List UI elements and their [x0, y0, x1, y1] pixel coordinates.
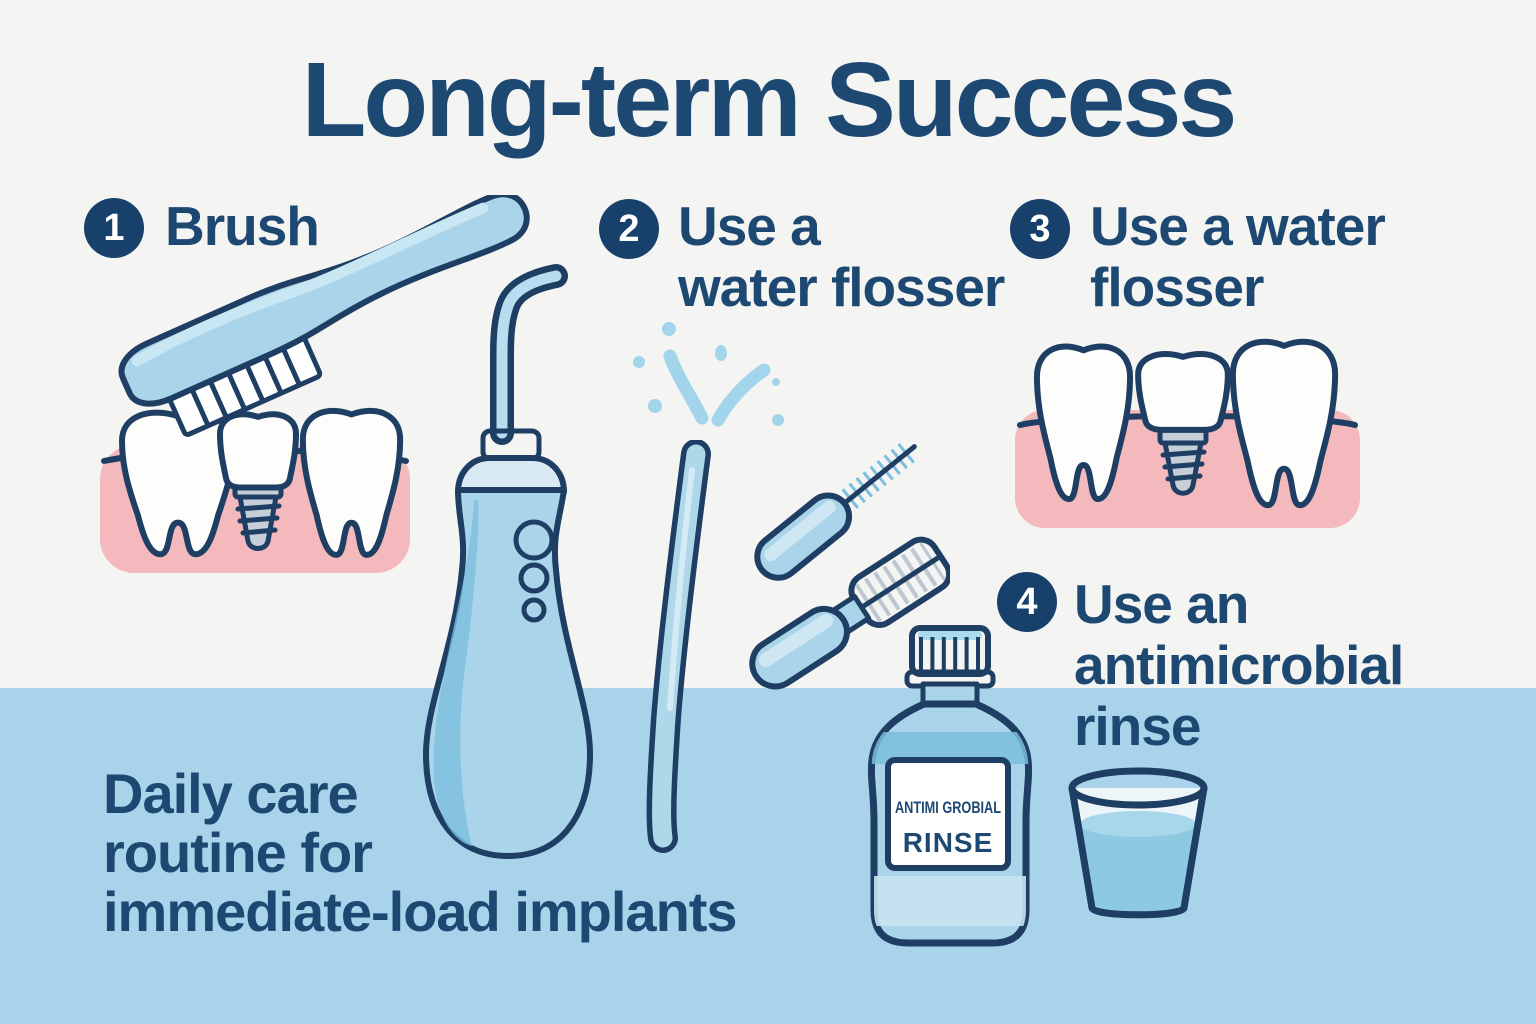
step-3-line: Use a water — [1090, 195, 1386, 257]
step-4-line: Use an — [1074, 573, 1249, 635]
step-4-number: 4 — [1016, 580, 1038, 623]
step-3-line: flosser — [1090, 256, 1264, 318]
step-2-line: water flosser — [678, 256, 1005, 318]
step-4-line: antimicrobial — [1074, 634, 1404, 696]
bottom-band — [0, 688, 1536, 1024]
step-2-line: Use a — [678, 195, 821, 257]
footer-line: Daily care — [103, 762, 359, 825]
footer-caption: Daily care routine for immediate-load im… — [103, 762, 738, 943]
step-3-number: 3 — [1029, 207, 1051, 250]
interdental-brush-icon — [741, 534, 950, 690]
step-2-number: 2 — [618, 207, 640, 250]
flosser-button — [521, 565, 547, 591]
step-4-badge: 4 — [997, 572, 1057, 632]
step-3-badge: 3 — [1010, 199, 1070, 259]
flosser-button — [516, 522, 552, 558]
implant-teeth-illustration — [1015, 325, 1360, 528]
step-1-label: Brush — [165, 195, 320, 257]
step-3-label: Use a water flosser — [1090, 195, 1386, 318]
footer-line: immediate-load implants — [103, 880, 738, 943]
step-4-label: Use an antimicrobial rinse — [1074, 573, 1404, 757]
footer-line: routine for — [103, 821, 373, 884]
brush-step-illustration — [100, 195, 540, 573]
water-flosser-icon — [410, 264, 630, 880]
flosser-top-cap — [458, 458, 564, 492]
flosser-button — [524, 600, 544, 620]
bottle-label-line1: ANTIMI GROBIAL — [895, 798, 1001, 817]
water-spray-icon — [633, 322, 784, 427]
interdental-brushes-icon — [740, 439, 950, 690]
floss-pick-icon — [646, 440, 711, 853]
page-title: Long-term Success — [301, 41, 1238, 159]
interdental-brush-icon — [749, 439, 919, 586]
implant-icon — [220, 414, 296, 548]
tooth-icon — [303, 411, 400, 555]
step-1-badge: 1 — [84, 198, 144, 258]
step-1-line: Brush — [165, 195, 320, 257]
tooth-icon — [1233, 342, 1335, 505]
flosser-nozzle — [490, 264, 568, 445]
flosser-shading — [433, 500, 479, 846]
rinse-cup-icon — [1060, 760, 1220, 930]
step-1-number: 1 — [103, 206, 125, 249]
implant-icon — [1138, 354, 1228, 493]
bottle-band-light — [871, 876, 1029, 926]
step-4-line: rinse — [1074, 695, 1201, 757]
tooth-icon — [1037, 347, 1130, 500]
bottle-label — [888, 760, 1008, 868]
bottle-label-line2: RINSE — [903, 827, 994, 858]
bottle-cap — [907, 628, 993, 686]
toothbrush-icon — [114, 195, 540, 450]
step-2-badge: 2 — [599, 199, 659, 259]
mouthwash-bottle-icon: ANTIMI GROBIAL RINSE — [855, 620, 1045, 950]
step-2-label: Use a water flosser — [678, 195, 1005, 318]
